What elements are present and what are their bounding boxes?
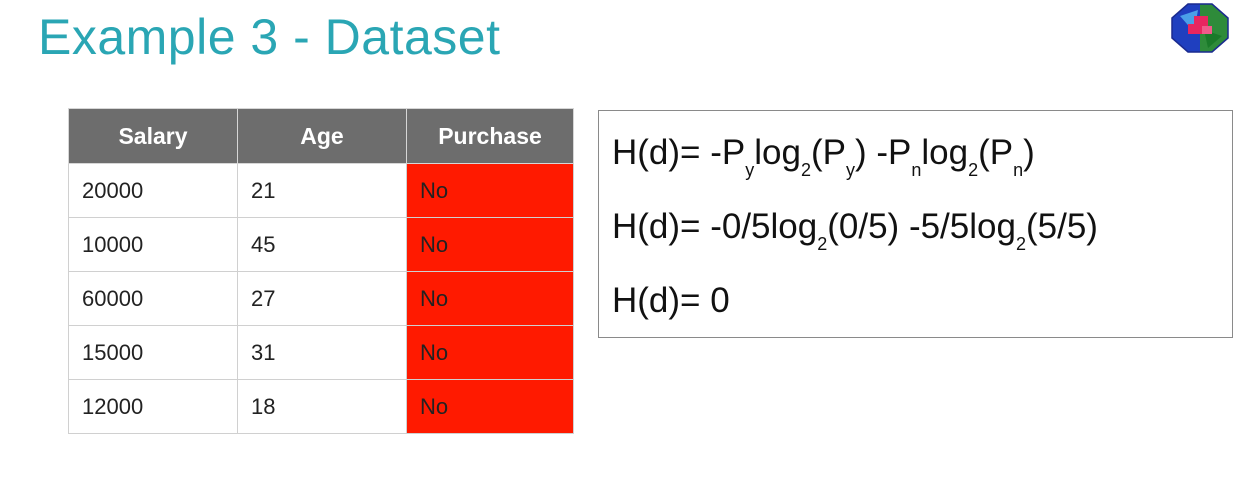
dataset-table: Salary Age Purchase 20000 21 No 10000 45… — [68, 108, 574, 434]
cell-salary: 60000 — [68, 271, 238, 326]
cell-age: 18 — [237, 379, 407, 434]
formula-line-result: H(d)= 0 — [612, 281, 730, 320]
cell-salary: 20000 — [68, 163, 238, 218]
cell-purchase: No — [406, 271, 574, 326]
cell-salary: 15000 — [68, 325, 238, 380]
slide-title: Example 3 - Dataset — [38, 9, 501, 65]
formula-line-general: H(d)= -Pylog2(Py) -Pnlog2(Pn) — [612, 133, 1035, 180]
table-row: 15000 31 No — [68, 325, 574, 380]
cell-purchase: No — [406, 379, 574, 434]
cell-salary: 10000 — [68, 217, 238, 272]
header-purchase: Purchase — [406, 108, 574, 164]
cell-purchase: No — [406, 217, 574, 272]
cell-age: 31 — [237, 325, 407, 380]
table-row: 60000 27 No — [68, 271, 574, 326]
cell-age: 45 — [237, 217, 407, 272]
entropy-formula-box: H(d)= -Pylog2(Py) -Pnlog2(Pn) H(d)= -0/5… — [598, 110, 1233, 338]
header-salary: Salary — [68, 108, 238, 164]
cell-age: 27 — [237, 271, 407, 326]
table-row: 20000 21 No — [68, 163, 574, 218]
octagon-logo-icon — [1168, 2, 1232, 54]
formula-line-substituted: H(d)= -0/5log2(0/5) -5/5log2(5/5) — [612, 207, 1098, 254]
cell-salary: 12000 — [68, 379, 238, 434]
table-header-row: Salary Age Purchase — [68, 108, 574, 164]
header-age: Age — [237, 108, 407, 164]
cell-purchase: No — [406, 163, 574, 218]
cell-purchase: No — [406, 325, 574, 380]
table-row: 10000 45 No — [68, 217, 574, 272]
cell-age: 21 — [237, 163, 407, 218]
table-row: 12000 18 No — [68, 379, 574, 434]
